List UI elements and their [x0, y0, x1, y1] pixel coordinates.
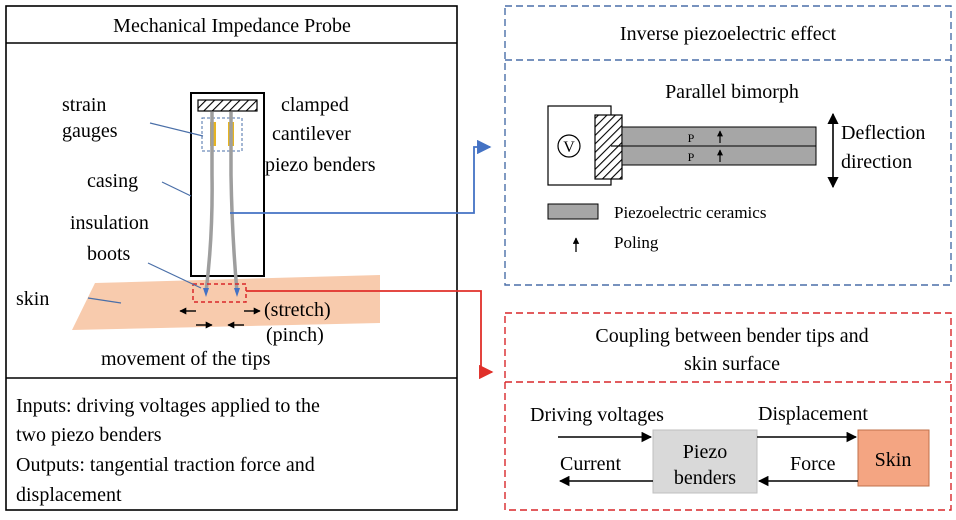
- force-label: Force: [790, 453, 836, 475]
- insulation-boot-left: [203, 288, 209, 297]
- io-line-4: displacement: [16, 484, 122, 506]
- label-skin: skin: [16, 288, 49, 310]
- label-pinch: (pinch): [266, 324, 324, 346]
- legend-poling-label: Poling: [614, 233, 659, 252]
- deflection-label-2: direction: [841, 151, 912, 173]
- label-casing: casing: [87, 170, 138, 192]
- left-panel-title: Mechanical Impedance Probe: [113, 15, 351, 37]
- casing-pointer: [161, 181, 192, 197]
- blue-connector-arrow: [230, 139, 492, 214]
- poling-letter-top: P: [688, 131, 695, 145]
- label-stretch: (stretch): [264, 299, 331, 321]
- label-piezo-benders: piezo benders: [265, 154, 376, 176]
- insulation-boot-right: [234, 288, 240, 297]
- io-line-1: Inputs: driving voltages applied to the: [16, 395, 320, 417]
- label-movement: movement of the tips: [101, 348, 271, 370]
- clamp-hatch: [197, 99, 258, 112]
- displacement-label: Displacement: [758, 403, 868, 425]
- label-cantilever: cantilever: [272, 123, 351, 145]
- parallel-bimorph-label: Parallel bimorph: [665, 81, 799, 103]
- strain-gauge-frame: [201, 117, 243, 152]
- piezo-benders-box: [652, 429, 758, 494]
- label-insulation: insulation: [70, 212, 149, 234]
- driving-voltages-label: Driving voltages: [530, 404, 664, 426]
- legend-ceramics-label: Piezoelectric ceramics: [614, 203, 766, 222]
- inverse-piezo-title: Inverse piezoelectric effect: [620, 23, 837, 45]
- strain-gauge-pointer: [149, 122, 204, 137]
- piezo-bender-right: [229, 112, 239, 293]
- probe-casing: [190, 92, 265, 277]
- skin-pointer: [87, 297, 122, 304]
- inverse-piezo-panel: Inverse piezoelectric effect Parallel bi…: [504, 5, 952, 286]
- poling-letter-bottom: P: [688, 150, 695, 164]
- skin-box-label: Skin: [875, 449, 912, 471]
- coupling-title-line-1: Coupling between bender tips and: [595, 325, 868, 347]
- io-line-2: two piezo benders: [16, 424, 162, 446]
- ceramic-layer-top: [621, 126, 817, 147]
- voltage-source-icon: [557, 134, 581, 158]
- ceramic-layer-bottom: [621, 145, 817, 166]
- voltage-symbol: V: [563, 139, 575, 156]
- coupling-panel: Coupling between bender tips and skin su…: [504, 312, 952, 511]
- skin-box: [857, 429, 930, 487]
- bimorph-clamp-hatch: [594, 114, 623, 180]
- left-panel: Mechanical Impedance Probe strain gauges…: [5, 5, 458, 511]
- piezo-box-line-1: Piezo: [683, 441, 727, 463]
- coupling-title-line-2: skin surface: [684, 353, 780, 375]
- piezo-box-line-2: benders: [674, 467, 736, 489]
- current-label: Current: [560, 453, 622, 475]
- label-clamped: clamped: [281, 94, 349, 116]
- label-gauges: gauges: [62, 120, 118, 142]
- tips-highlight-box: [192, 283, 247, 303]
- deflection-label-1: Deflection: [841, 122, 925, 144]
- label-strain: strain: [62, 94, 106, 116]
- red-connector-arrow: [246, 290, 494, 380]
- legend-ceramic-swatch: [547, 203, 599, 220]
- label-boots: boots: [87, 243, 131, 265]
- piezo-bender-left: [204, 112, 214, 293]
- io-line-3: Outputs: tangential traction force and: [16, 454, 315, 476]
- insulation-pointer: [147, 262, 202, 289]
